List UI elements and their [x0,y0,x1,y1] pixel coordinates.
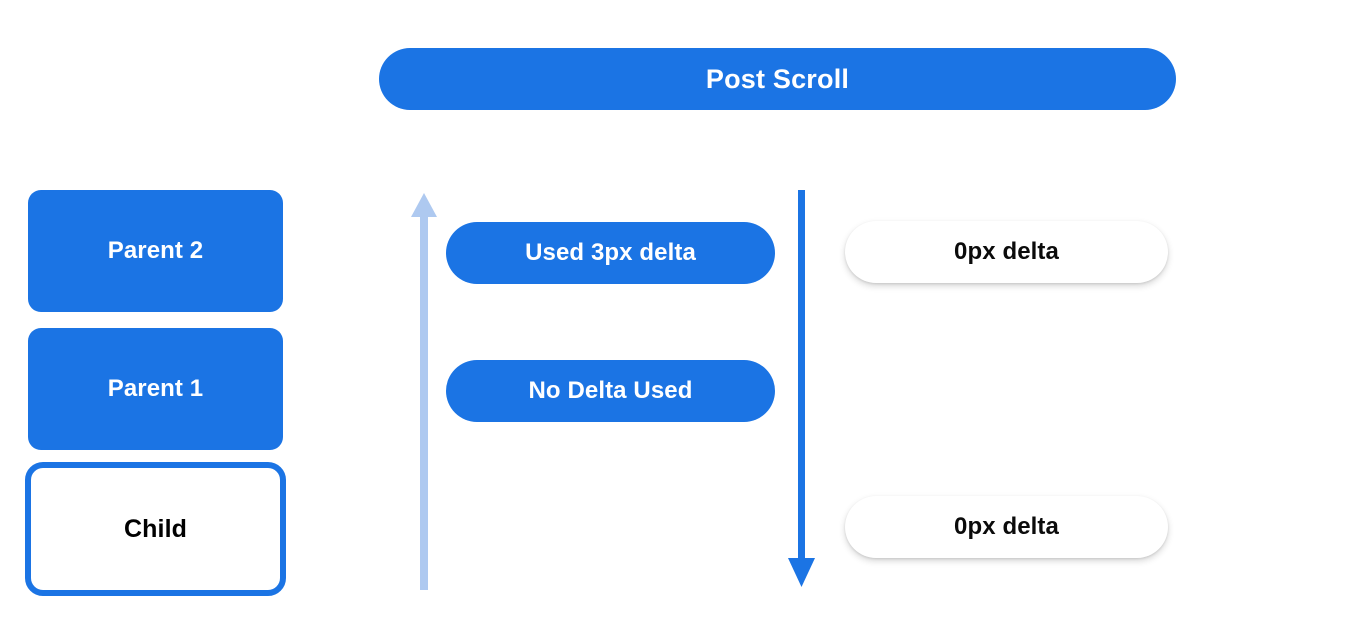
pill-remaining-delta-bottom: 0px delta [845,496,1168,558]
pill-remaining-delta-top: 0px delta [845,221,1168,283]
pill-used-delta-label: Used 3px delta [525,239,696,266]
node-parent-1-label: Parent 1 [107,375,204,402]
pill-no-delta-used-label: No Delta Used [528,377,693,404]
scroll-down-arrow-icon [788,190,815,587]
node-child-label: Child [124,514,187,543]
pill-remaining-delta-bottom-label: 0px delta [954,513,1059,540]
node-parent-1: Parent 1 [28,328,283,450]
pill-remaining-delta-top-label: 0px delta [954,238,1059,265]
scroll-up-arrow-icon [411,193,437,590]
node-parent-2: Parent 2 [28,190,283,312]
pill-no-delta-used: No Delta Used [446,360,775,422]
pill-used-delta: Used 3px delta [446,222,775,284]
node-parent-2-label: Parent 2 [107,237,204,264]
post-scroll-header: Post Scroll [379,48,1176,110]
node-child: Child [25,462,286,596]
post-scroll-header-label: Post Scroll [705,63,850,94]
